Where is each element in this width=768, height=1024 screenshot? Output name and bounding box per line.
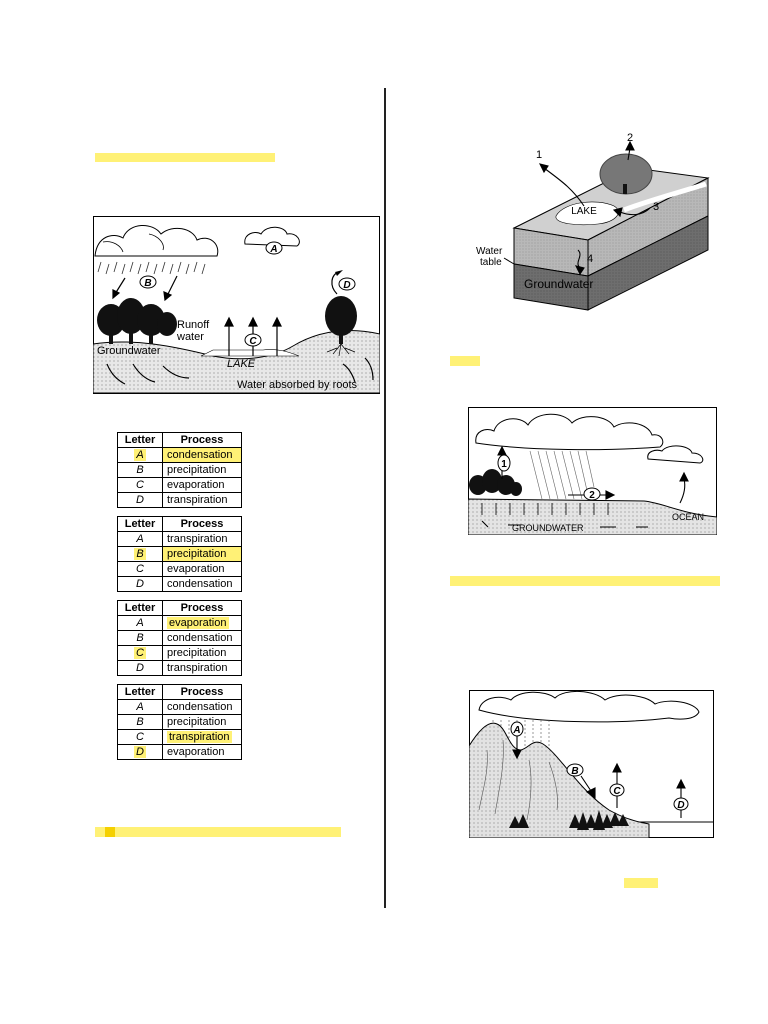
table-header-process: Process <box>162 516 242 532</box>
highlight-bar <box>450 356 480 366</box>
highlight-bar <box>624 878 658 888</box>
table-header-letter: Letter <box>117 516 163 532</box>
table-header-process: Process <box>162 600 242 616</box>
table-header-process: Process <box>162 684 242 700</box>
marker-a: A <box>512 725 520 736</box>
number-1: 1 <box>536 149 542 161</box>
highlight-bar <box>95 153 275 162</box>
number-4: 4 <box>587 253 593 265</box>
runoff-label-2: water <box>176 331 204 343</box>
lake-block-diagram: 1 2 3 4 LAKE Water table Groundwater <box>476 132 710 311</box>
ocean-label: OCEAN <box>672 512 704 522</box>
table-header-letter: Letter <box>117 432 163 448</box>
groundwater-label-2: Groundwater <box>524 277 593 291</box>
groundwater-label: Groundwater <box>97 345 161 357</box>
column-divider <box>384 88 386 908</box>
highlight-bar <box>450 576 720 586</box>
table-header-process: Process <box>162 432 242 448</box>
roots-label: Water absorbed by roots <box>237 379 358 391</box>
water-table-label: Water <box>476 246 503 257</box>
highlight-mark <box>105 827 115 837</box>
number-2: 2 <box>627 132 633 144</box>
marker-d: D <box>343 280 350 291</box>
water-cycle-diagram-lake: A B C D Runoff water Groundwater LAKE Wa… <box>93 216 380 394</box>
mountain-cycle-diagram: A B C D <box>469 690 714 838</box>
table-header-letter: Letter <box>117 600 163 616</box>
marker-b: B <box>144 278 151 289</box>
marker-a: A <box>269 244 277 255</box>
groundwater-label-3: GROUNDWATER <box>512 523 584 533</box>
table-header-letter: Letter <box>117 684 163 700</box>
marker-c: C <box>249 336 257 347</box>
highlight-bar <box>95 827 341 837</box>
number-3: 3 <box>653 201 659 213</box>
number-1: 1 <box>501 459 507 470</box>
lake-label-2: LAKE <box>571 206 597 217</box>
runoff-label: Runoff <box>177 319 210 331</box>
marker-b: B <box>571 766 578 777</box>
lake-label: LAKE <box>227 358 256 370</box>
marker-d: D <box>677 800 684 811</box>
water-table-label-2: table <box>480 257 502 268</box>
number-2: 2 <box>589 490 595 501</box>
ocean-cycle-diagram: 1 2 GROUNDWATER OCEAN <box>468 407 717 535</box>
marker-c: C <box>613 786 621 797</box>
